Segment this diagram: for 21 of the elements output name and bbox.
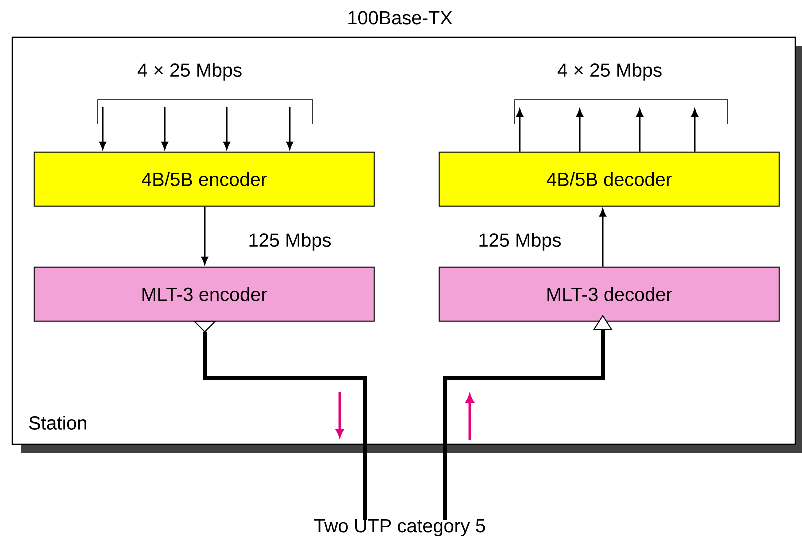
arrow (516, 109, 524, 152)
cable-line (203, 332, 367, 520)
rate-label: 4 × 25 Mbps (138, 63, 242, 81)
rate-label: 4 × 25 Mbps (558, 63, 662, 81)
arrow (162, 107, 168, 150)
arrow (286, 107, 294, 150)
decoder-box: 4B/5B decoder (438, 152, 780, 207)
arrow (636, 109, 644, 152)
arrow (224, 107, 230, 150)
arrow (600, 209, 606, 267)
arrow (576, 109, 584, 152)
title: 100Base-TX (348, 11, 452, 25)
encoder-box: 4B/5B encoder (34, 152, 375, 207)
cable-line (443, 330, 605, 520)
arrow (100, 107, 106, 150)
decoder-box: MLT-3 decoder (438, 266, 780, 330)
arrow (692, 109, 698, 152)
arrow (202, 206, 208, 265)
edge-label: 125 Mbps (477, 232, 563, 252)
caption: Two UTP category 5 (314, 519, 486, 536)
edge-label: 125 Mbps (247, 232, 333, 252)
